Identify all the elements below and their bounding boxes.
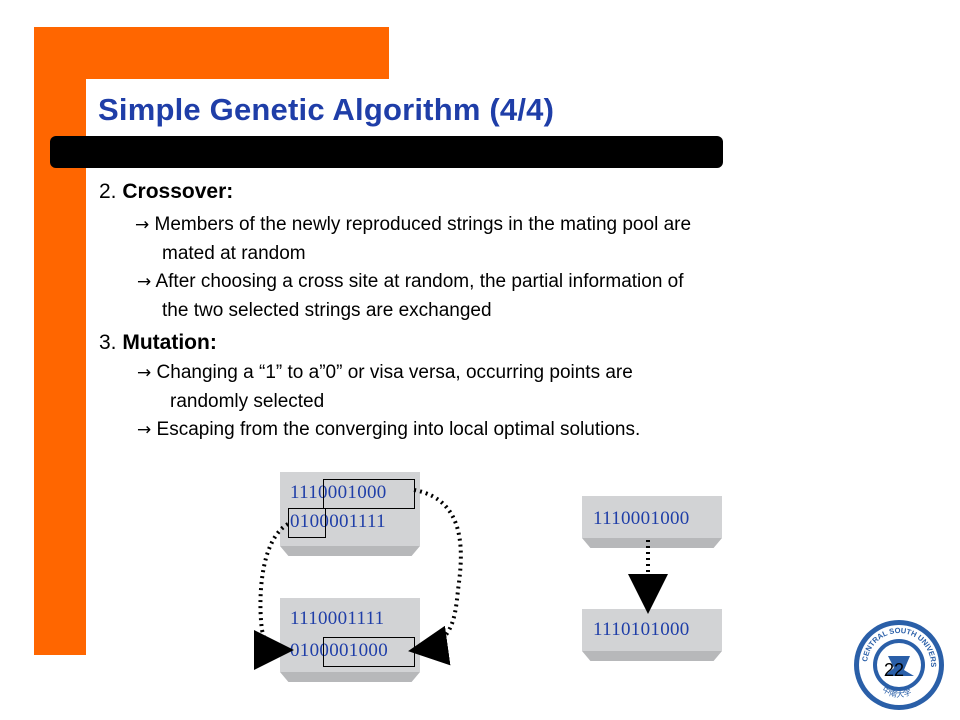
mutation-point-1: → Changing a “1” to a”0” or visa versa, … xyxy=(137,362,633,384)
mutation-point-2: → Escaping from the converging into loca… xyxy=(137,419,640,441)
crossover-title: Crossover: xyxy=(122,180,234,203)
crossover-heading: 2. Crossover: xyxy=(99,180,233,204)
mutation-heading: 3. Mutation: xyxy=(99,331,217,355)
mutation-point-1-line1: Changing a “1” to a”0” or visa versa, oc… xyxy=(156,362,633,383)
box-shadow xyxy=(582,651,722,661)
box-shadow xyxy=(280,546,420,556)
right-arrow-icon: → xyxy=(137,272,152,292)
right-arrow-icon: → xyxy=(137,363,152,383)
title-underline-bar xyxy=(50,136,723,168)
mutation-before-box xyxy=(582,496,722,548)
slide-title: Simple Genetic Algorithm (4/4) xyxy=(98,92,555,127)
crossover-arrow-left xyxy=(253,522,294,670)
cross-site-marker-right xyxy=(323,479,415,509)
content-area xyxy=(86,79,846,679)
orange-accent-vertical xyxy=(34,27,86,655)
offspring-string-2: 0100001000 xyxy=(290,640,388,661)
crossover-point-2-line2: the two selected strings are exchanged xyxy=(162,300,492,321)
mutation-after-box xyxy=(582,609,722,661)
crossover-point-1: → Members of the newly reproduced string… xyxy=(135,214,691,236)
cross-site-marker-left xyxy=(288,508,326,538)
offspring-string-1: 1110001111 xyxy=(290,608,385,629)
crossover-offspring-box xyxy=(280,598,420,682)
crossover-parents-box xyxy=(280,472,420,556)
crossover-point-1-line1: Members of the newly reproduced strings … xyxy=(154,214,692,235)
page-number: 22 xyxy=(884,660,905,680)
box-shadow xyxy=(582,538,722,548)
crossover-point-1-line2: mated at random xyxy=(162,243,306,264)
mutation-number: 3. xyxy=(99,331,117,354)
mutation-title: Mutation: xyxy=(122,331,217,354)
parent-string-2: 0100001111 xyxy=(290,511,386,532)
box-shadow xyxy=(280,672,420,682)
right-arrow-icon: → xyxy=(137,420,152,440)
university-seal-logo: CENTRAL SOUTH UNIVERSITY 中南大学 xyxy=(852,618,944,710)
crossover-number: 2. xyxy=(99,180,117,203)
crossover-point-2: → After choosing a cross site at random,… xyxy=(137,271,684,293)
mutation-point-2-line1: Escaping from the converging into local … xyxy=(156,419,641,440)
orange-accent-horizontal xyxy=(34,27,389,79)
mutation-point-1-line2: randomly selected xyxy=(170,391,325,412)
mutation-before-string: 1110001000 xyxy=(593,508,690,529)
parent-string-1: 1110001000 xyxy=(290,482,387,503)
crossover-arrow-right xyxy=(408,488,463,666)
mutation-after-string: 1110101000 xyxy=(593,619,690,640)
right-arrow-icon: → xyxy=(135,215,150,235)
crossover-point-2-line1: After choosing a cross site at random, t… xyxy=(155,271,684,292)
